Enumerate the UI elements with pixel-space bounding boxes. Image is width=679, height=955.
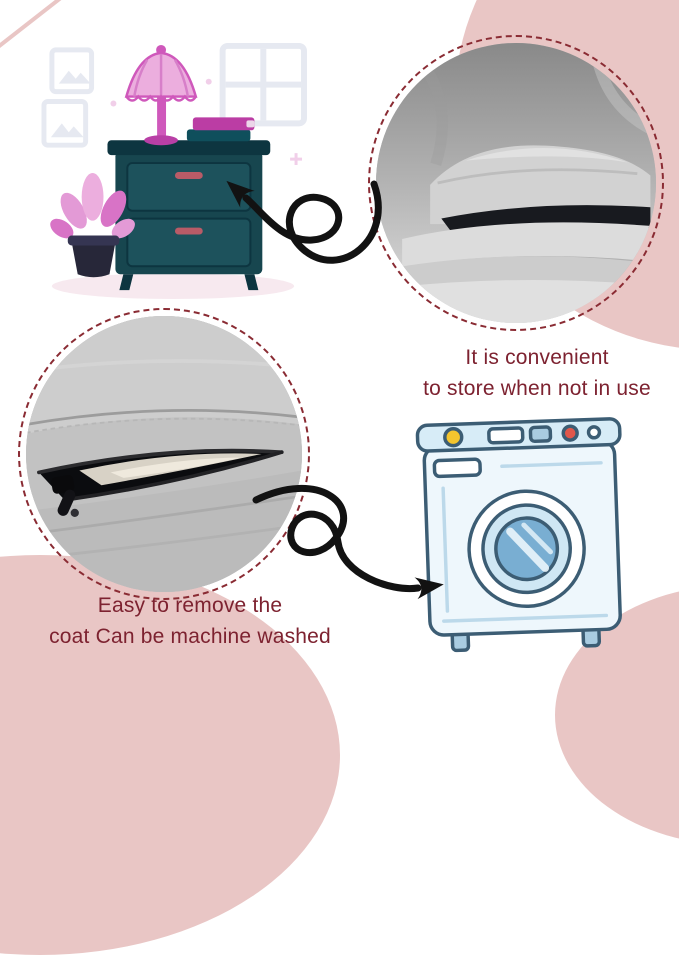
picture-frames-icon bbox=[41, 47, 95, 148]
plant-icon bbox=[50, 172, 135, 278]
wash-caption-line1: Easy to remove the bbox=[97, 594, 283, 617]
sparkles-icon bbox=[110, 78, 303, 166]
machine-knob-icon bbox=[443, 427, 464, 448]
nightstand-icon bbox=[107, 140, 271, 291]
machine-display bbox=[487, 426, 525, 445]
store-photo-circle bbox=[376, 43, 656, 323]
nightstand-illustration bbox=[41, 42, 307, 300]
zipper-photo-ring bbox=[18, 308, 310, 600]
store-caption-line2: to store when not in use bbox=[423, 377, 651, 400]
washing-machine-illustration bbox=[415, 417, 622, 653]
zipper-slider-icon bbox=[51, 475, 79, 518]
lamp-icon bbox=[124, 44, 198, 146]
wash-caption-line2: coat Can be machine washed bbox=[49, 625, 331, 648]
zipper-photo bbox=[26, 316, 302, 592]
zipper-opening bbox=[38, 450, 282, 500]
machine-red-button-icon bbox=[561, 424, 579, 442]
window-icon bbox=[219, 42, 307, 127]
store-caption-line1: It is convenient bbox=[465, 346, 609, 369]
books-icon bbox=[186, 117, 255, 142]
floor-shadow bbox=[51, 273, 295, 300]
store-photo-ring bbox=[368, 35, 664, 331]
folded-blanket-photo bbox=[376, 43, 656, 323]
zipper-photo-circle bbox=[26, 316, 302, 592]
store-caption: It is convenient to store when not in us… bbox=[396, 342, 678, 404]
wash-caption: Easy to remove the coat Can be machine w… bbox=[20, 590, 360, 652]
detergent-drawer bbox=[432, 457, 482, 479]
